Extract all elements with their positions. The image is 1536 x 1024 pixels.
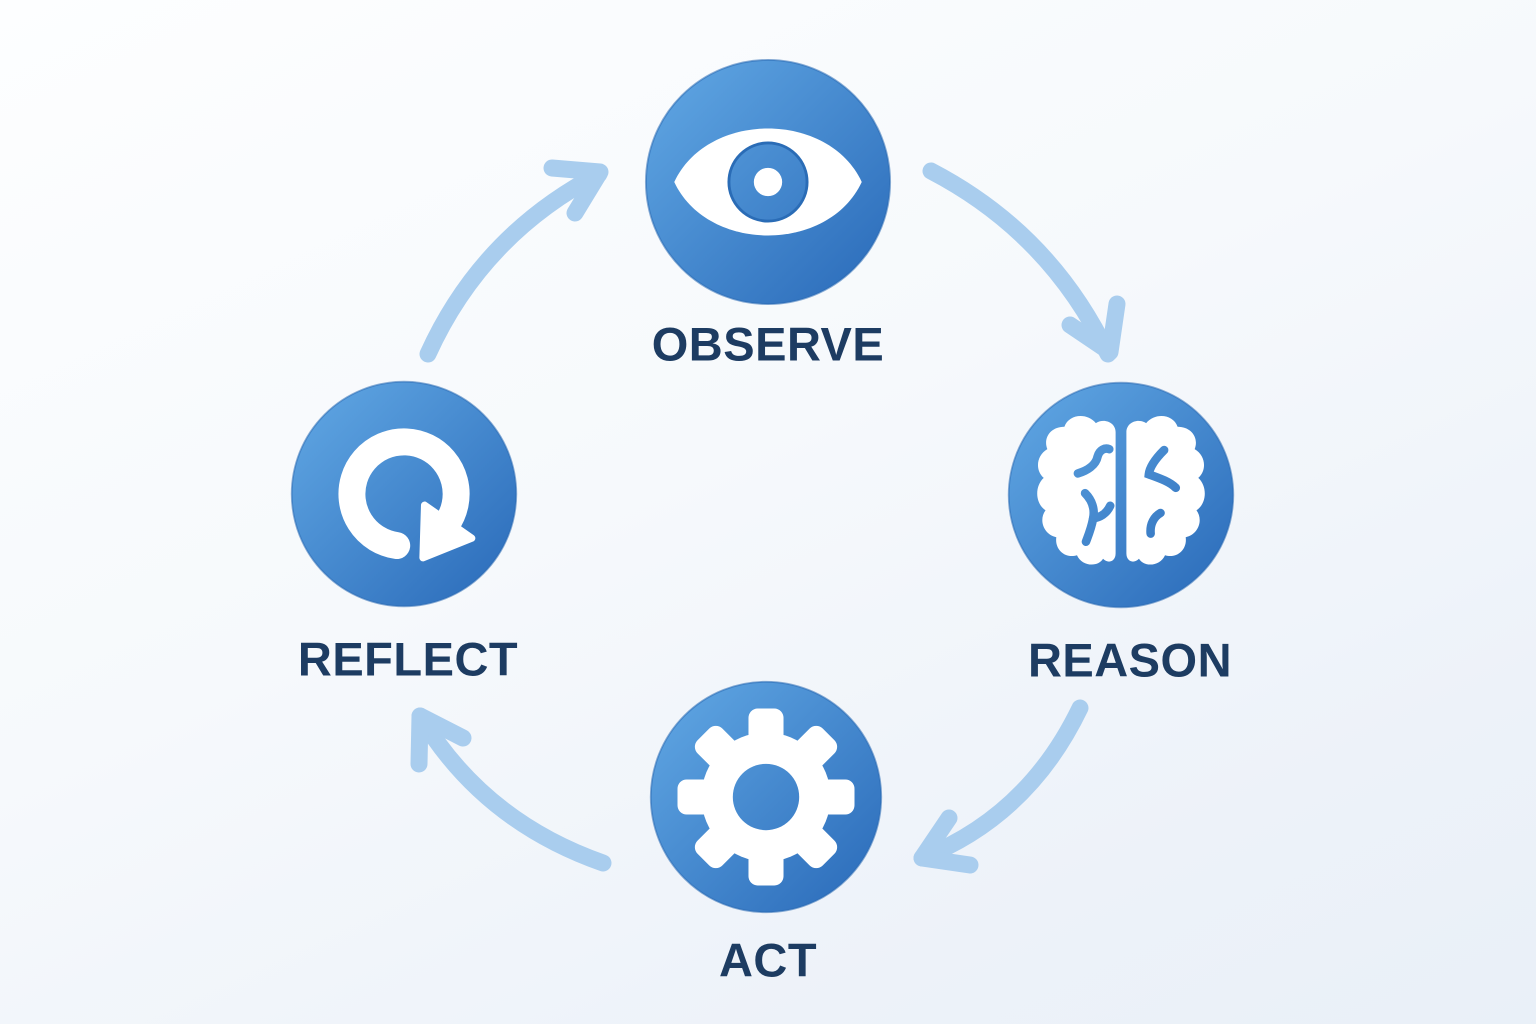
node-reason <box>1006 380 1236 610</box>
label-observe: OBSERVE <box>651 317 885 371</box>
arrow-reflect-to-observe <box>419 159 609 363</box>
arrow-observe-to-reason <box>922 162 1126 363</box>
label-reason: REASON <box>1027 633 1233 687</box>
gear-icon <box>649 680 883 914</box>
redo-arrow-icon <box>290 380 518 608</box>
brain-icon <box>1007 381 1235 609</box>
arrow-reason-to-act <box>913 699 1089 874</box>
label-act: ACT <box>718 933 818 987</box>
eye-icon <box>644 58 892 306</box>
node-observe <box>643 57 893 307</box>
node-reflect <box>289 379 519 609</box>
label-reflect: REFLECT <box>297 632 519 686</box>
arrow-act-to-reflect <box>410 707 612 872</box>
node-act <box>648 679 884 915</box>
